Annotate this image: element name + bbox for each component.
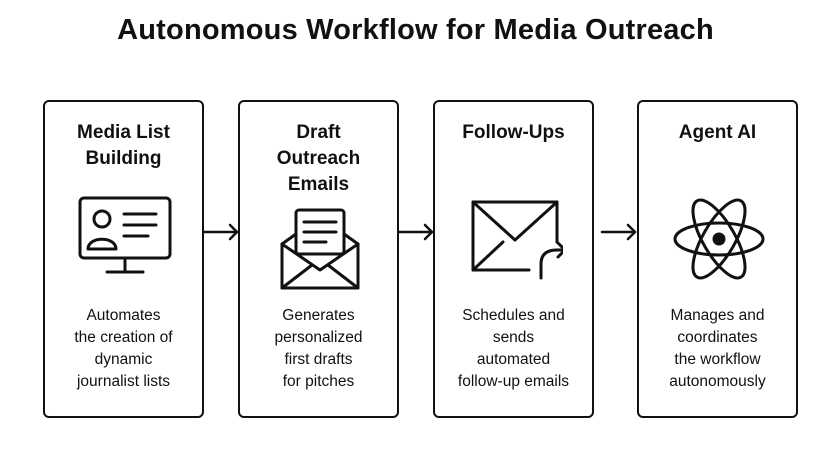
step-description-line: automated — [476, 351, 551, 368]
step-description-line: journalist lists — [76, 373, 171, 390]
arrow-right-icon — [397, 222, 437, 242]
atom-icon — [671, 194, 767, 284]
step-description: Automates the creation of dynamic journa… — [51, 305, 196, 393]
step-title-line: Follow-Ups — [462, 122, 565, 143]
envelope-reply-icon — [467, 194, 563, 284]
step-title-line: Media List — [77, 122, 170, 143]
step-title: Follow-Ups — [439, 120, 588, 146]
step-description-line: sends — [492, 329, 535, 346]
step-title-line: Emails — [287, 174, 350, 195]
step-description-line: for pitches — [282, 373, 355, 390]
step-description-line: follow-up emails — [457, 373, 570, 390]
step-description-line: dynamic — [94, 351, 153, 368]
diagram-title: Autonomous Workflow for Media Outreach — [117, 14, 714, 46]
step-description-line: Schedules and — [462, 307, 565, 324]
monitor-contact-card-icon — [77, 194, 173, 284]
step-title-line: Agent AI — [678, 122, 757, 143]
open-envelope-letter-icon — [272, 204, 368, 294]
step-description-line: personalized — [274, 329, 363, 346]
step-description-line: the workflow — [674, 351, 761, 368]
workflow-step-draft-outreach-emails: Draft Outreach Emails Generates personal… — [238, 100, 399, 418]
arrow-right-icon — [202, 222, 242, 242]
step-description-line: coordinates — [677, 329, 758, 346]
step-title-line: Building — [85, 148, 162, 169]
step-description-line: autonomously — [669, 373, 766, 390]
step-description-line: Automates — [86, 307, 161, 324]
step-description-line: Generates — [282, 307, 355, 324]
step-description-line: first drafts — [284, 351, 353, 368]
step-description: Manages and coordinates the workflow aut… — [645, 305, 790, 393]
step-title: Draft Outreach Emails — [244, 120, 393, 198]
step-title-line: Draft — [296, 122, 341, 143]
step-description: Schedules and sends automated follow-up … — [441, 305, 586, 393]
step-description-line: Manages and — [670, 307, 765, 324]
arrow-right-icon — [600, 222, 640, 242]
workflow-step-agent-ai: Agent AI Manages and coordinates the wor… — [637, 100, 798, 418]
step-title-line: Outreach — [276, 148, 361, 169]
step-description-line: the creation of — [74, 329, 173, 346]
workflow-step-follow-ups: Follow-Ups Schedules and sends automated… — [433, 100, 594, 418]
workflow-step-media-list-building: Media List Building Automates the creati… — [43, 100, 204, 418]
step-description: Generates personalized first drafts for … — [246, 305, 391, 393]
step-title: Agent AI — [643, 120, 792, 146]
step-title: Media List Building — [49, 120, 198, 172]
